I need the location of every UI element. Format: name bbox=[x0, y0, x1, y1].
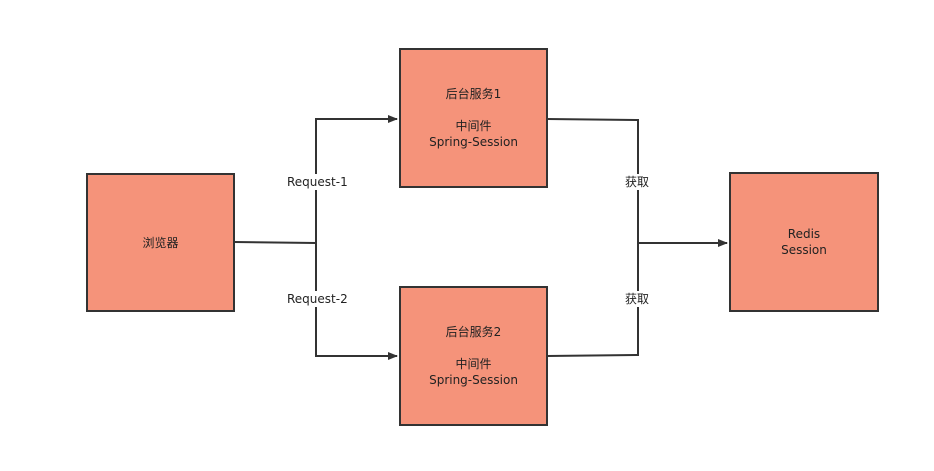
edge-request-1 bbox=[315, 115, 398, 243]
redis-session-node: Redis Session bbox=[729, 172, 879, 312]
edge-fetch-1 bbox=[546, 118, 639, 243]
backend-service-2-node: 后台服务2 中间件 Spring-Session bbox=[399, 286, 548, 426]
request-1-label: Request-1 bbox=[285, 174, 350, 190]
service-2-middleware-label: 中间件 bbox=[455, 357, 492, 371]
service-1-title: 后台服务1 bbox=[445, 87, 502, 101]
edge-browser-trunk bbox=[233, 241, 317, 244]
fetch-1-label: 获取 bbox=[623, 174, 652, 190]
service-1-spring-session-label: Spring-Session bbox=[429, 135, 518, 149]
request-2-label: Request-2 bbox=[285, 291, 350, 307]
edge-request-2 bbox=[315, 243, 398, 360]
backend-service-1-node: 后台服务1 中间件 Spring-Session bbox=[399, 48, 548, 188]
edge-fetch-2 bbox=[546, 243, 639, 357]
fetch-2-label: 获取 bbox=[623, 291, 652, 307]
service-2-spring-session-label: Spring-Session bbox=[429, 373, 518, 387]
service-2-title: 后台服务2 bbox=[445, 325, 502, 339]
redis-label: Redis bbox=[787, 227, 821, 241]
browser-label: 浏览器 bbox=[142, 235, 179, 250]
browser-node: 浏览器 bbox=[86, 173, 235, 312]
session-label: Session bbox=[781, 243, 827, 257]
service-1-middleware-label: 中间件 bbox=[455, 119, 492, 133]
